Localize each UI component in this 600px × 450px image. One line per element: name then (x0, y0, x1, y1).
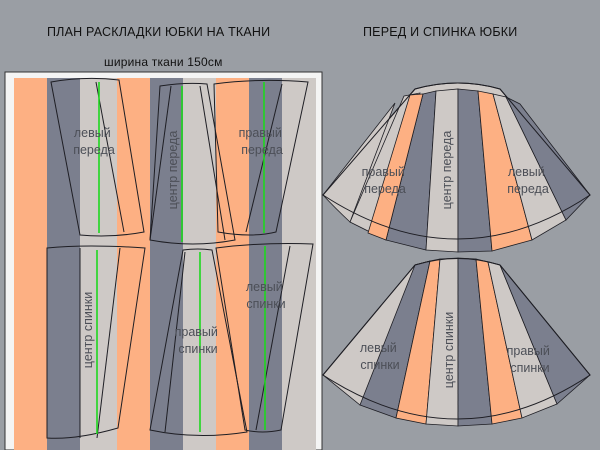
pattern-piece-center-front (149, 82, 236, 245)
stripe-peach (216, 78, 249, 450)
fabric-width-label: ширина ткани 150см (104, 55, 223, 69)
skirt-back: левый спинки центр спинки правый спинки (322, 257, 591, 427)
layout-label-left-front: левый переда (73, 126, 115, 157)
grain-lines (96, 82, 266, 434)
layout-label-right-front: правый переда (239, 126, 286, 157)
pattern-piece-left-front (50, 77, 145, 237)
skirt-front: правый переда центр переда левый переда (322, 82, 591, 253)
back-label-left: левый спинки (360, 341, 400, 372)
layout-label-right-back: правый спинки (175, 325, 222, 356)
stripe-slate (150, 78, 183, 450)
pattern-piece-right-back (149, 248, 248, 437)
layout-label-center-back: центр спинки (81, 292, 95, 368)
stripe-slate (47, 78, 80, 450)
layout-plan-title: ПЛАН РАСКЛАДКИ ЮБКИ НА ТКАНИ (47, 25, 271, 39)
back-label-center: центр спинки (442, 312, 456, 388)
layout-label-center-front: центр переда (166, 131, 180, 210)
front-back-title: ПЕРЕД И СПИНКА ЮБКИ (363, 25, 518, 39)
front-label-center: центр переда (440, 131, 454, 210)
front-label-right: правый переда (362, 165, 409, 196)
pattern-piece-center-back (46, 245, 146, 439)
pattern-piece-left-back (215, 243, 314, 433)
front-label-left: левый переда (507, 165, 549, 196)
layout-label-left-back: левый спинки (246, 280, 286, 311)
stripe-grey (282, 78, 316, 450)
stripe-peach (14, 78, 47, 450)
fabric-layout: левый переда центр переда правый переда … (4, 71, 323, 450)
back-label-right: правый спинки (507, 344, 554, 375)
stripe-peach (117, 78, 150, 450)
pattern-piece-right-front (213, 79, 309, 236)
